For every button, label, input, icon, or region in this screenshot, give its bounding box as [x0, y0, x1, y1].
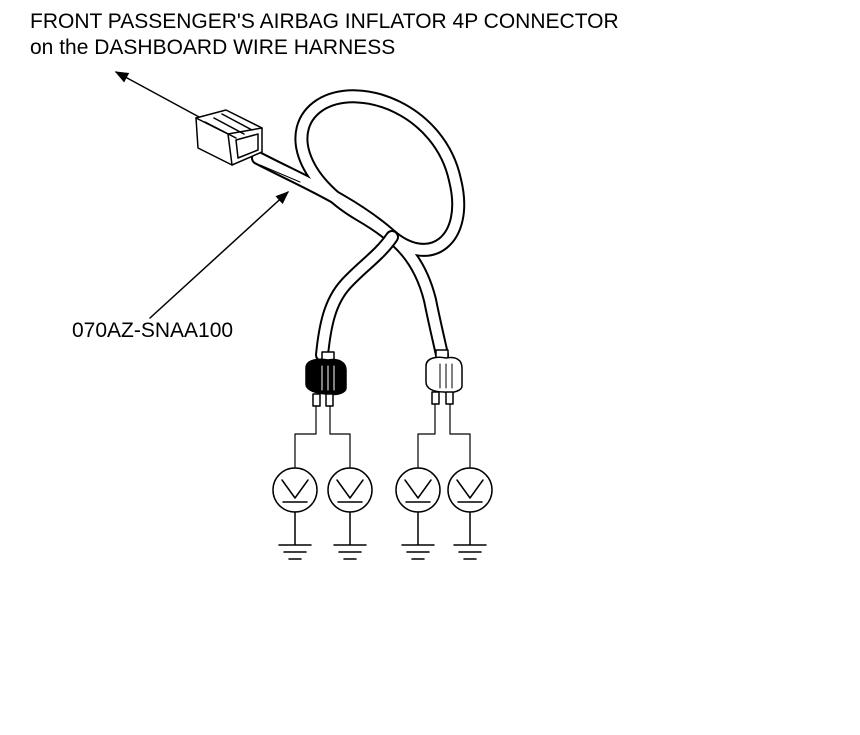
ground-icon	[401, 511, 435, 560]
part-number-leader-arrow	[149, 191, 289, 319]
left-sub-connector	[305, 351, 347, 407]
voltmeter-icon	[327, 467, 373, 513]
ground-icon	[453, 511, 487, 560]
title-leader-arrow	[114, 71, 213, 125]
tool-part-number-label: 070AZ-SNAA100	[72, 319, 234, 342]
voltmeter-icon	[272, 467, 318, 513]
ground-icon	[278, 511, 312, 560]
voltmeter-icon	[447, 467, 493, 513]
diagram-title-line-1: FRONT PASSENGER'S AIRBAG INFLATOR 4P CON…	[30, 10, 619, 33]
harness-cable	[251, 89, 466, 362]
probe-wires	[294, 403, 471, 469]
ground-icon	[333, 511, 367, 560]
diagram-title-line-2: on the DASHBOARD WIRE HARNESS	[30, 36, 396, 59]
voltmeter-icon	[395, 467, 441, 513]
connector-icon	[195, 109, 263, 166]
right-sub-connector	[425, 349, 463, 405]
